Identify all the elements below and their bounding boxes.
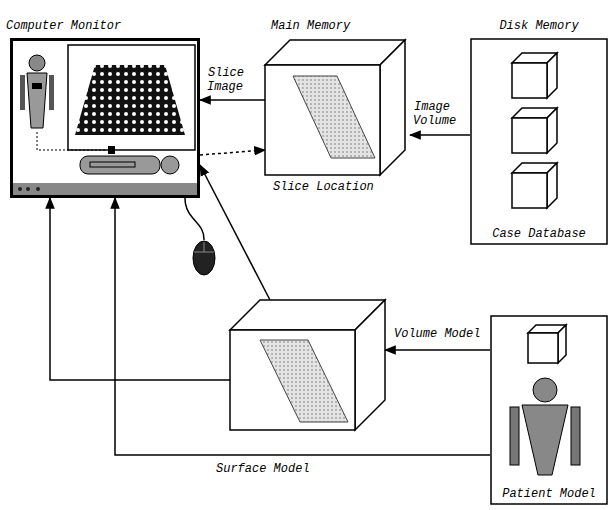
slice-marker (32, 83, 42, 89)
patient-frame (491, 316, 607, 504)
scanner-slot (90, 162, 135, 167)
node-heading: Computer Monitor (6, 19, 196, 33)
edge-label: Surface Model (215, 462, 311, 476)
node-shape (490, 315, 608, 505)
node-shape (10, 38, 200, 198)
figure-arm (49, 75, 54, 110)
cube-front (265, 65, 380, 175)
connector-arrow (115, 198, 490, 455)
mouse (185, 198, 215, 275)
node-label: Patient Model (490, 487, 608, 501)
connector-arrow (385, 349, 490, 351)
node-label: Case Database (470, 227, 608, 241)
disk-frame (471, 39, 607, 244)
cube-side (547, 108, 557, 153)
patient-head (161, 156, 179, 174)
figure-head (29, 55, 45, 71)
node-heading: Disk Memory (470, 19, 608, 33)
figure-arm (510, 407, 519, 465)
edge-label: Volume Model (393, 327, 481, 341)
edge-label-box: Surface Model (215, 462, 335, 476)
slice-location-marker (108, 146, 115, 154)
cube-front (512, 173, 547, 208)
mouse-body (193, 241, 215, 275)
figure-head (533, 378, 557, 402)
cube-side (547, 163, 557, 208)
mouse-cord (185, 198, 204, 240)
dotted-leader (37, 132, 107, 150)
cube-side (547, 53, 557, 98)
edge-label-box: Slice Location (272, 180, 392, 194)
connector-arrow (200, 150, 265, 155)
connector-arrow (50, 198, 230, 380)
figure-body (522, 405, 568, 475)
cube-side (558, 325, 566, 363)
cube-front (512, 118, 547, 153)
volume-slice (293, 76, 375, 158)
computer-monitor: Computer Monitor (10, 38, 200, 198)
slice-image (75, 65, 185, 135)
memory-volume-cube: Main Memory (265, 38, 410, 175)
edge-label: Slice Image (207, 66, 244, 94)
edge-label: Image Volume (413, 100, 457, 128)
volume-slice (260, 340, 348, 422)
monitor-button (18, 187, 22, 191)
monitor-button (26, 187, 30, 191)
disk-memory-box: Disk MemoryCase Database (470, 38, 608, 245)
node-heading: Main Memory (271, 19, 416, 33)
edge-label-box: Image Volume (413, 100, 469, 128)
connector-arrow (200, 99, 265, 101)
scanner-body (80, 156, 160, 174)
cube-front (512, 63, 547, 98)
connector-arrow (410, 134, 470, 136)
figure-arm (571, 407, 580, 465)
memory-model-cube (230, 300, 385, 430)
cube-front (528, 333, 558, 363)
figure-body (27, 73, 47, 128)
edge-label-box: Slice Image (207, 66, 261, 94)
mouse-button-line (204, 242, 205, 252)
patient-model-box: Patient Model (490, 315, 608, 505)
cube-side (380, 40, 405, 175)
edge-label-box: Volume Model (393, 327, 489, 341)
monitor-button (36, 187, 40, 191)
cube-front (230, 330, 355, 430)
monitor-frame (12, 40, 199, 197)
connector-arrow (200, 165, 270, 300)
cube-side (355, 300, 385, 430)
edge-label: Slice Location (272, 180, 375, 194)
figure-arm (20, 75, 25, 110)
monitor-bezel (13, 183, 197, 195)
node-shape (230, 300, 385, 430)
slice-window (68, 45, 195, 150)
node-shape (470, 38, 608, 245)
node-shape (265, 38, 410, 175)
